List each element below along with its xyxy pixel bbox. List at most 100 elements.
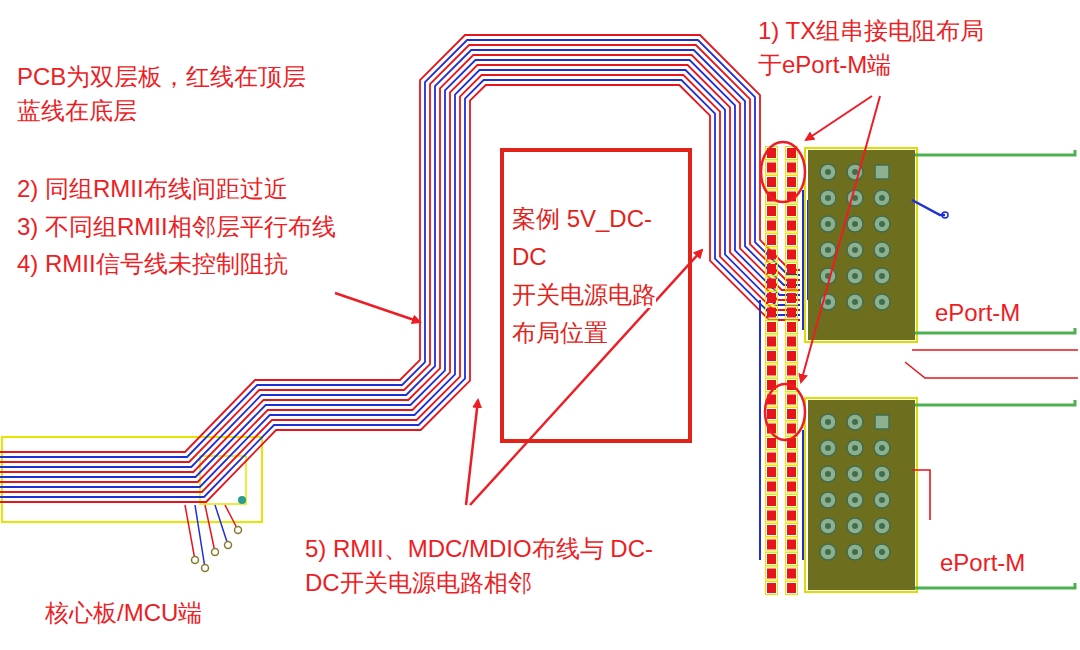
pin-hole [852, 221, 858, 227]
board-label: 核心板/MCU端 [45, 596, 202, 630]
pad-outline [766, 480, 778, 493]
green-trace [915, 583, 1075, 588]
resistor-pad [787, 583, 796, 593]
resistor-pad [767, 235, 776, 245]
resistor-pad [767, 293, 776, 303]
pad-outline [766, 364, 778, 377]
resistor-pad [787, 322, 796, 332]
pad-outline [766, 437, 778, 450]
pad-outline [786, 495, 798, 508]
resistor-pads [760, 147, 808, 595]
connector-outline [805, 148, 917, 342]
connector-body [808, 400, 915, 590]
pin-pad [847, 216, 863, 232]
resistor-pad [767, 540, 776, 550]
pin-hole [852, 419, 858, 425]
resistor-pad [787, 177, 796, 187]
resistor-pad [787, 163, 796, 173]
pin-pad [874, 518, 890, 534]
via [942, 212, 948, 218]
issue-note: 2) 同组RMII布线间距过近 [17, 172, 288, 206]
pad-outline [766, 408, 778, 421]
pad-outline [766, 582, 778, 595]
pad-outline [786, 466, 798, 479]
pin-hole [825, 195, 831, 201]
pin-hole [825, 523, 831, 529]
pin-hole [852, 523, 858, 529]
fanout-trace [185, 505, 195, 560]
pin-pad [874, 216, 890, 232]
via [225, 542, 232, 549]
trace-bundle [0, 35, 800, 502]
via [238, 496, 246, 504]
pin-hole [879, 221, 885, 227]
leader-arrow [801, 96, 880, 382]
layer-note: PCB为双层板，红线在顶层 蓝线在底层 [17, 60, 397, 128]
connector-body [808, 150, 915, 340]
pad-outline [786, 393, 798, 406]
issue-note: 5) RMII、MDC/MDIO布线与 DC-DC开关电源电路相邻 [305, 532, 705, 600]
pin-hole [825, 299, 831, 305]
pin-hole [852, 169, 858, 175]
pad-outline [766, 248, 778, 261]
resistor-pad [767, 206, 776, 216]
pad-outline [786, 480, 798, 493]
pad-outline [786, 509, 798, 522]
resistor-pad [767, 569, 776, 579]
pad-outline [766, 306, 778, 319]
pad-outline [786, 176, 798, 189]
pin-pad [874, 242, 890, 258]
pad-outline [766, 205, 778, 218]
pin-hole [825, 445, 831, 451]
pad-outline [786, 263, 798, 276]
resistor-pad [767, 351, 776, 361]
resistor-pad [767, 337, 776, 347]
leader-arrow [466, 400, 478, 505]
blue-trace [802, 190, 804, 330]
pad-outline [786, 161, 798, 174]
resistor-pad [787, 511, 796, 521]
pad-outline [766, 176, 778, 189]
issue-note: 4) RMII信号线未控制阻抗 [17, 247, 288, 281]
pad-outline [786, 538, 798, 551]
connector-outline [805, 398, 917, 592]
pin-hole [879, 195, 885, 201]
pin-pad [820, 414, 836, 430]
pin-pad [847, 518, 863, 534]
via [202, 565, 209, 572]
pad-outline [766, 277, 778, 290]
pad-outline [786, 524, 798, 537]
resistor-pad [787, 453, 796, 463]
pad-outline [766, 538, 778, 551]
resistor-pad [767, 496, 776, 506]
green-trace [915, 150, 1075, 155]
pad-outline [766, 350, 778, 363]
resistor-pad [787, 366, 796, 376]
pin-hole [879, 471, 885, 477]
blue-trace [912, 200, 945, 215]
pad-outline [786, 292, 798, 305]
pad-outline [786, 364, 798, 377]
resistor-pad [787, 206, 796, 216]
pad-outline [786, 567, 798, 580]
pad-outline [786, 234, 798, 247]
dcdc-layout-box: 案例 5V_DC-DC 开关电源电路 布局位置 [500, 148, 692, 443]
resistor-pad [787, 351, 796, 361]
pad-outline [766, 321, 778, 334]
resistor-pad [767, 554, 776, 564]
pin-pad [820, 492, 836, 508]
pin-pad [874, 190, 890, 206]
resistor-pad [787, 250, 796, 260]
pin-pad [847, 268, 863, 284]
pin-pad [820, 466, 836, 482]
resistor-pad [787, 569, 796, 579]
pad-outline [766, 234, 778, 247]
resistor-pad [787, 424, 796, 434]
resistor-pad [787, 337, 796, 347]
pin-pad [847, 544, 863, 560]
resistor-pad [787, 395, 796, 405]
pad-outline [766, 219, 778, 232]
resistor-pad [787, 235, 796, 245]
pad-outline [766, 495, 778, 508]
